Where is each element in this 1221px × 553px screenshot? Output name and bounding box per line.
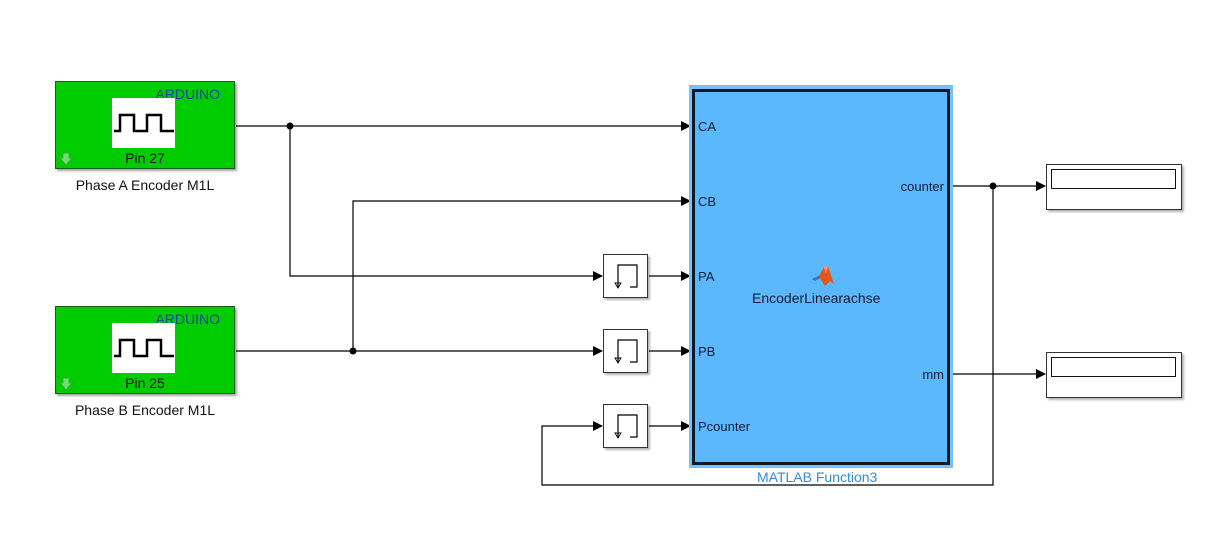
unit-delay-icon (614, 339, 638, 364)
junction-dot (989, 182, 997, 190)
junction-dot (286, 122, 294, 130)
arduino-digital-input-block-phase-b[interactable]: ARDUINO Pin 25 (55, 306, 235, 394)
pin-label: Pin 25 (125, 375, 165, 391)
unit-delay-block-pcounter[interactable] (603, 404, 648, 448)
unit-delay-block-pa[interactable] (603, 254, 648, 298)
wire-phase-a-to-delay-pa[interactable] (289, 126, 603, 281)
input-port-pcounter: Pcounter (698, 419, 751, 434)
unit-delay-icon (614, 264, 638, 289)
display-block-counter[interactable] (1046, 164, 1182, 210)
wire-phase-b-to-cb[interactable] (352, 196, 691, 351)
matlab-logo-icon (812, 266, 834, 286)
arduino-digital-input-block-phase-a[interactable]: ARDUINO Pin 27 (55, 81, 235, 169)
input-port-pb: PB (698, 344, 716, 359)
display-value-field (1051, 169, 1176, 189)
wire-counter-feedback[interactable] (541, 186, 994, 486)
pulse-wave-icon (112, 98, 175, 148)
matlab-function-caption: MATLAB Function3 (757, 469, 878, 485)
display-block-mm[interactable] (1046, 352, 1182, 398)
output-port-mm: mm (922, 367, 944, 382)
block-name-phase-a: Phase A Encoder M1L (75, 177, 215, 193)
down-arrow-icon (59, 377, 73, 391)
junction-dot (349, 347, 357, 355)
unit-delay-block-pb[interactable] (603, 329, 648, 373)
input-port-cb: CB (698, 194, 717, 209)
input-port-pa: PA (698, 269, 715, 284)
down-arrow-icon (59, 152, 73, 166)
block-name-phase-b: Phase B Encoder M1L (74, 402, 216, 418)
output-port-counter: counter (900, 179, 944, 194)
pulse-wave-icon (112, 323, 175, 373)
matlab-function-name: EncoderLinearachse (752, 290, 881, 306)
unit-delay-icon (614, 414, 638, 439)
input-port-ca: CA (698, 119, 717, 134)
display-value-field (1051, 357, 1176, 377)
pin-label: Pin 27 (125, 150, 165, 166)
